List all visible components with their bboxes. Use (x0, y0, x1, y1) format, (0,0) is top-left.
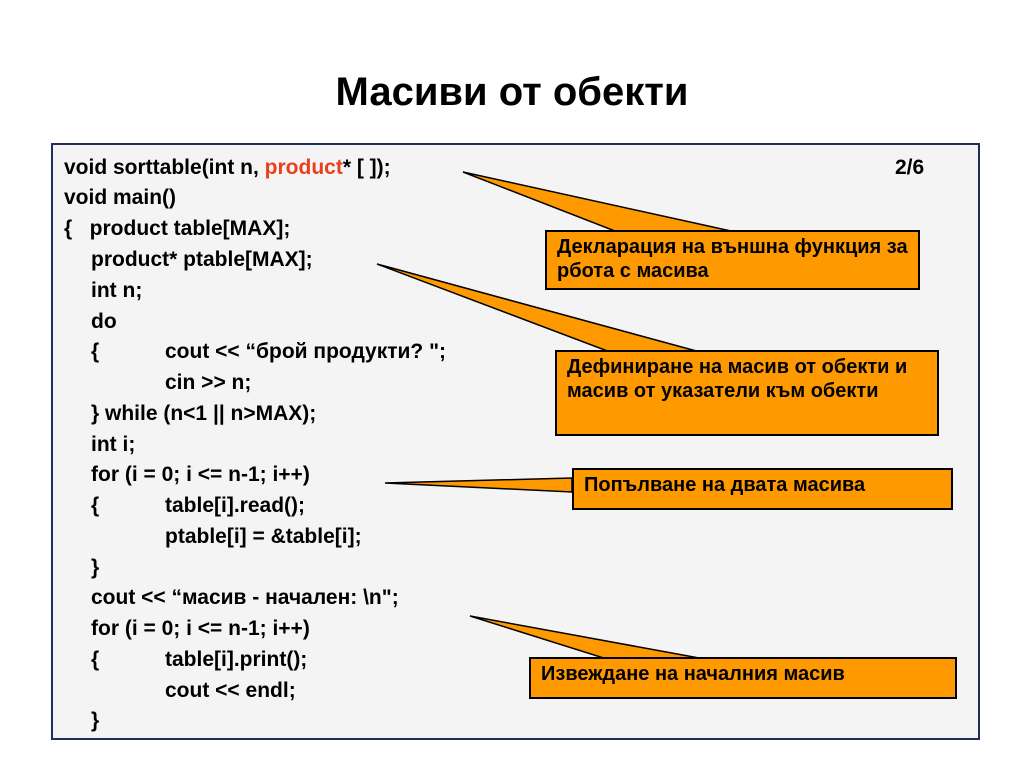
callout-pointer-3 (384, 477, 573, 493)
code-line-3: { product table[MAX]; (64, 217, 291, 240)
code-line-12-brace: { (91, 494, 100, 517)
code-line-16: for (i = 0; i <= n-1; i++) (91, 617, 310, 640)
code-line-13: ptable[i] = &table[i]; (165, 525, 362, 548)
code-line-15: cout << “масив - начален: \n"; (91, 586, 399, 609)
code-line-19: } (91, 709, 100, 732)
page-number: 2/6 (895, 156, 925, 179)
callout-pointer-4 (469, 615, 711, 661)
callout-fill-arrays: Попълване на двата масива (572, 468, 953, 510)
code-line-10: int i; (91, 433, 136, 456)
code-line-9: } while (n<1 || n>MAX); (91, 402, 317, 425)
code-line-7-brace: { (91, 340, 100, 363)
code-line-17: table[i].print(); (165, 648, 308, 671)
callout-pointer-1 (462, 171, 741, 234)
callout-print-initial: Извеждане на началния масив (529, 657, 957, 699)
code-line-17-brace: { (91, 648, 100, 671)
code-line-4: product* ptable[MAX]; (91, 248, 313, 271)
code-line-8: cin >> n; (165, 371, 252, 394)
code-line-1: void sorttable(int n, product* [ ]); (64, 156, 391, 179)
slide-title: Масиви от обекти (335, 70, 689, 114)
code-line-6: do (91, 310, 117, 333)
code-line-2: void main() (64, 186, 177, 209)
code-line-12: table[i].read(); (165, 494, 306, 517)
code-line-14: } (91, 556, 100, 579)
callout-array-definition: Дефиниране на масив от обекти и масив от… (555, 350, 939, 436)
code-line-5: int n; (91, 279, 143, 302)
code-line-18: cout << endl; (165, 679, 296, 702)
callout-external-function: Декларация на външна функция за рбота с … (545, 230, 920, 290)
code-line-7: cout << “брой продукти? "; (165, 340, 447, 363)
code-line-11: for (i = 0; i <= n-1; i++) (91, 463, 310, 486)
